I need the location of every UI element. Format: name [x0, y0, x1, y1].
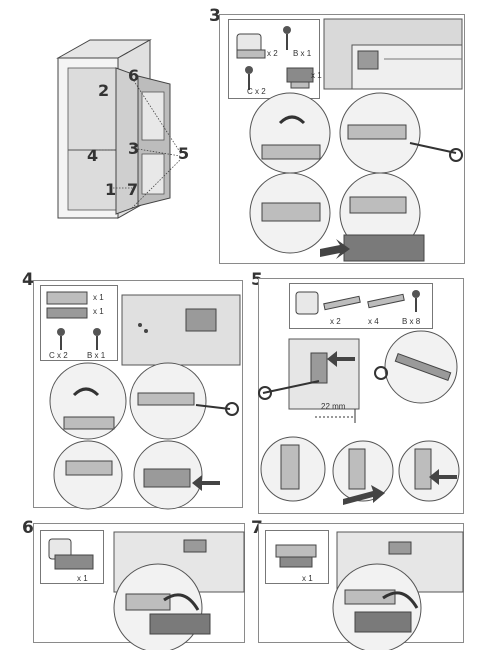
- callout-4: 4: [87, 146, 99, 165]
- step-5-b-x8: B x 8: [402, 317, 421, 326]
- step-7-parts-drawing: [275, 544, 317, 568]
- step-6-number: 6: [22, 518, 34, 538]
- step-3-c-x2: C x 2: [247, 87, 266, 96]
- step-6-parts-box: x 1: [40, 530, 104, 584]
- step-4-parts-box: x 1 x 1 C x 2 B x 1: [40, 285, 118, 361]
- step-5-x4: x 4: [368, 317, 379, 326]
- step-5-parts-box: x 2 x 4 B x 8: [289, 283, 433, 329]
- step-4-x1-a: x 1: [93, 293, 104, 302]
- callout-1: 1: [105, 180, 117, 199]
- step-3-parts-drawing: [236, 26, 314, 90]
- step-6-parts-drawing: [48, 538, 94, 570]
- step-3-b-x1: B x 1: [293, 49, 312, 58]
- callout-2: 2: [98, 81, 110, 100]
- step-6-x1: x 1: [77, 574, 88, 583]
- step-4-parts-drawing: [46, 291, 101, 350]
- step-5-parts-drawing: [295, 290, 420, 315]
- step-6-panel: x 1: [33, 523, 245, 650]
- step-3-parts-box: x 2 B x 1 x 1 C x 2: [228, 19, 322, 99]
- step-3-x2: x 2: [267, 49, 278, 58]
- step-4-cabinet-corner: [121, 294, 241, 366]
- step-4-detail-circles: [49, 362, 239, 510]
- step-6-detail-drawing: [113, 531, 245, 650]
- step-3-detail-circles: [249, 92, 463, 262]
- step-3-number: 3: [209, 6, 221, 26]
- fridge-overview: 2 6 4 3 5 1 7: [40, 30, 200, 230]
- step-5-x2: x 2: [330, 317, 341, 326]
- step-3-panel: x 2 B x 1 x 1 C x 2: [219, 14, 465, 264]
- step-3-cabinet-corner: [323, 18, 463, 90]
- step-7-panel: x 1: [258, 523, 464, 650]
- step-4-x1-b: x 1: [93, 307, 104, 316]
- callout-5: 5: [178, 144, 190, 163]
- step-7-detail-drawing: [332, 531, 464, 650]
- fridge-drawing: [56, 39, 181, 219]
- step-5-distance: 22 mm: [321, 402, 346, 411]
- step-5-panel: x 2 x 4 B x 8 22 mm: [258, 278, 464, 514]
- step-7-x1: x 1: [302, 574, 313, 583]
- step-4-b-x1: B x 1: [87, 351, 106, 360]
- callout-3: 3: [128, 139, 140, 158]
- step-4-number: 4: [22, 270, 34, 290]
- step-4-panel: x 1 x 1 C x 2 B x 1: [33, 280, 243, 510]
- step-5-number: 5: [251, 270, 263, 290]
- step-5-detail-drawing: [258, 330, 460, 505]
- callout-6: 6: [128, 66, 140, 85]
- step-3-x1: x 1: [311, 71, 322, 80]
- step-7-number: 7: [251, 518, 263, 538]
- step-7-parts-box: x 1: [265, 530, 329, 584]
- callout-7: 7: [127, 180, 139, 199]
- step-4-c-x2: C x 2: [49, 351, 68, 360]
